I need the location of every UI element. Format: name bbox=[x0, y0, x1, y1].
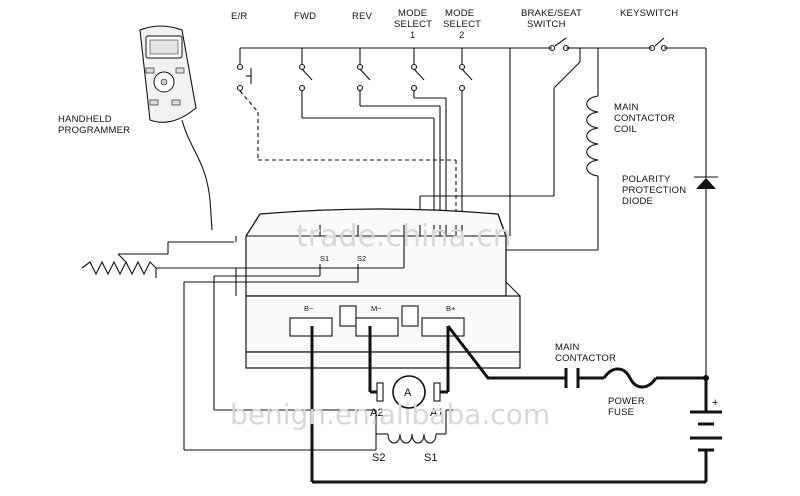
label-field-s2: S2 bbox=[372, 452, 385, 464]
label-handheld-line2: PROGRAMMER bbox=[58, 125, 130, 136]
watermark-top: trade.china.cn bbox=[296, 219, 512, 254]
fwd-switch bbox=[298, 48, 435, 225]
label-keyswitch: KEYSWITCH bbox=[620, 8, 678, 19]
label-brake-seat-line2: SWITCH bbox=[527, 19, 566, 30]
label-mode-select-2-line3: 2 bbox=[459, 30, 464, 41]
label-b-plus: B+ bbox=[446, 304, 456, 313]
label-mode-select-1-line2: SELECT bbox=[394, 19, 432, 30]
label-main-contactor-line1: MAIN bbox=[555, 342, 580, 353]
label-battery-plus: + bbox=[712, 397, 718, 409]
field-coil bbox=[375, 409, 456, 450]
power-terminals bbox=[289, 305, 465, 337]
field-wires bbox=[183, 236, 405, 451]
main-contactor-coil bbox=[506, 48, 599, 251]
watermark-bottom: benign.en.alibaba.com bbox=[230, 398, 550, 431]
label-mode-select-2-line1: MODE bbox=[445, 8, 474, 19]
label-coil-line2: CONTACTOR bbox=[614, 113, 675, 124]
label-a2: A2 bbox=[370, 407, 383, 419]
label-power-fuse-line2: FUSE bbox=[608, 407, 634, 418]
label-rev: REV bbox=[352, 11, 373, 22]
programmer-cable bbox=[181, 119, 213, 231]
label-m-minus: M− bbox=[371, 304, 382, 313]
label-coil-line3: COIL bbox=[614, 124, 637, 135]
label-power-fuse-line1: POWER bbox=[608, 396, 645, 407]
armature-motor bbox=[370, 375, 448, 409]
label-coil-line1: MAIN bbox=[614, 102, 639, 113]
motor-controller bbox=[245, 208, 521, 369]
label-diode-line2: PROTECTION bbox=[622, 185, 686, 196]
label-controller-s2: S2 bbox=[357, 254, 366, 263]
er-switch bbox=[236, 48, 457, 225]
battery bbox=[690, 375, 722, 462]
label-diode-line1: POLARITY bbox=[622, 174, 671, 185]
label-mode-select-1-line1: MODE bbox=[398, 8, 427, 19]
label-controller-s1: S1 bbox=[320, 254, 329, 263]
label-a1: A1 bbox=[430, 407, 443, 419]
label-brake-seat-line1: BRAKE/SEAT bbox=[521, 8, 582, 19]
throttle-potentiometer bbox=[81, 241, 236, 278]
main-contactor bbox=[564, 368, 580, 388]
power-wiring bbox=[310, 325, 708, 484]
rev-switch bbox=[356, 48, 441, 225]
label-field-s1: S1 bbox=[424, 452, 437, 464]
label-mode-select-2-line2: SELECT bbox=[443, 19, 481, 30]
label-motor-a: A bbox=[404, 387, 412, 399]
label-b-minus: B− bbox=[304, 304, 314, 313]
keyswitch bbox=[648, 37, 707, 178]
controller-signal-pins bbox=[319, 225, 511, 236]
label-main-contactor-line2: CONTACTOR bbox=[555, 353, 616, 364]
mode-select-1-switch bbox=[410, 48, 447, 225]
label-er: E/R bbox=[231, 11, 247, 22]
label-mode-select-1-line3: 1 bbox=[410, 30, 415, 41]
handheld-programmer bbox=[139, 25, 197, 123]
polarity-protection-diode bbox=[694, 176, 718, 376]
brake-seat-switch bbox=[419, 37, 581, 225]
mode-select-2-switch bbox=[458, 48, 473, 225]
label-diode-line3: DIODE bbox=[622, 196, 653, 207]
label-fwd: FWD bbox=[294, 11, 316, 22]
label-handheld-line1: HANDHELD bbox=[58, 114, 112, 125]
